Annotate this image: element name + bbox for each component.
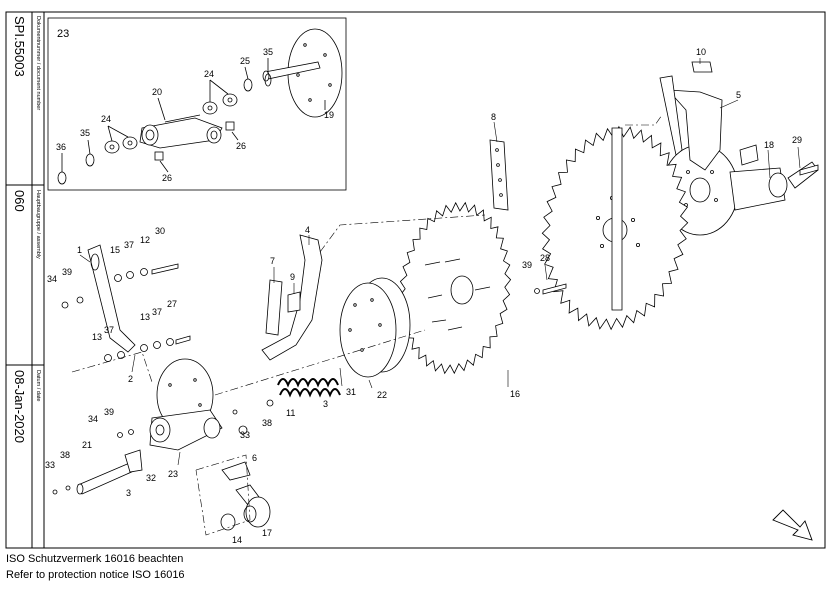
- main-labels: 10 5 29 18 8 4 7 9 1 15 37 12 30 34 39 1…: [45, 47, 802, 545]
- part-label: 11: [286, 408, 295, 418]
- part-label: 30: [155, 226, 165, 236]
- part-label: 8: [491, 112, 496, 122]
- part-label: 33: [45, 460, 55, 470]
- outer-border: [5, 11, 826, 549]
- part-label: 18: [764, 140, 774, 150]
- inset-label: 26: [236, 141, 246, 151]
- part-label: 5: [736, 90, 741, 100]
- part-label: 12: [140, 235, 150, 245]
- part-label: 23: [168, 469, 178, 479]
- part-label: 33: [240, 430, 250, 440]
- part-label: 32: [146, 473, 156, 483]
- part-label: 34: [88, 414, 98, 424]
- part-label: 3: [323, 399, 328, 409]
- part-label: 27: [167, 299, 177, 309]
- assembly-label: Hauptbaugruppe / assembly: [35, 190, 41, 259]
- part-label: 10: [696, 47, 706, 57]
- part-label: 16: [510, 389, 520, 399]
- part-label: 39: [104, 407, 114, 417]
- inset-label: 36: [56, 142, 66, 152]
- part-label: 28: [540, 253, 550, 263]
- document-number-label: Dokumentnummer / document number: [35, 16, 41, 111]
- part-label: 22: [377, 390, 387, 400]
- part-label: 9: [290, 272, 295, 282]
- assembly-number: 060: [12, 190, 27, 212]
- inset-label: 19: [324, 110, 334, 120]
- part-label: 1: [77, 245, 82, 255]
- inset-label: 26: [162, 173, 172, 183]
- part-label: 37: [152, 307, 162, 317]
- part-label: 31: [346, 387, 356, 397]
- part-label: 13: [92, 332, 102, 342]
- part-label: 2: [128, 374, 133, 384]
- part-label: 4: [305, 225, 310, 235]
- inset-label: 35: [80, 128, 90, 138]
- part-label: 39: [522, 260, 532, 270]
- document-number: SPI.55003: [12, 16, 27, 77]
- part-label: 34: [47, 274, 57, 284]
- part-label: 3: [126, 488, 131, 498]
- part-label: 38: [60, 450, 70, 460]
- part-label: 37: [104, 325, 114, 335]
- part-label: 38: [262, 418, 272, 428]
- part-label: 17: [262, 528, 272, 538]
- part-label: 13: [140, 312, 150, 322]
- part-label: 37: [124, 240, 134, 250]
- part-label: 15: [110, 245, 120, 255]
- arrow-icon: [772, 509, 813, 541]
- part-label: 21: [82, 440, 92, 450]
- drawing-date: 08-Jan-2020: [12, 370, 27, 443]
- part-label: 14: [232, 535, 242, 545]
- inset-label: 24: [204, 69, 214, 79]
- part-label: 39: [62, 267, 72, 277]
- inset-label: 35: [263, 47, 273, 57]
- inset-label: 24: [101, 114, 111, 124]
- part-callouts: [79, 58, 801, 466]
- date-label: Datum / date: [35, 370, 41, 402]
- inset-id: 23: [57, 28, 69, 40]
- protection-notice-en: Refer to protection notice ISO 16016: [6, 569, 185, 581]
- inset-label: 20: [152, 87, 162, 97]
- inset-callouts: 36 35 24 20 24 25 35 19 26 26: [56, 47, 334, 183]
- inset-label: 25: [240, 56, 250, 66]
- main-assembly: [52, 61, 819, 536]
- part-label: 7: [270, 256, 275, 266]
- part-label: 29: [792, 135, 802, 145]
- protection-notice-de: ISO Schutzvermerk 16016 beachten: [6, 553, 184, 565]
- inset-assembly: [57, 28, 343, 185]
- inset-box: [47, 17, 347, 191]
- part-label: 6: [252, 453, 257, 463]
